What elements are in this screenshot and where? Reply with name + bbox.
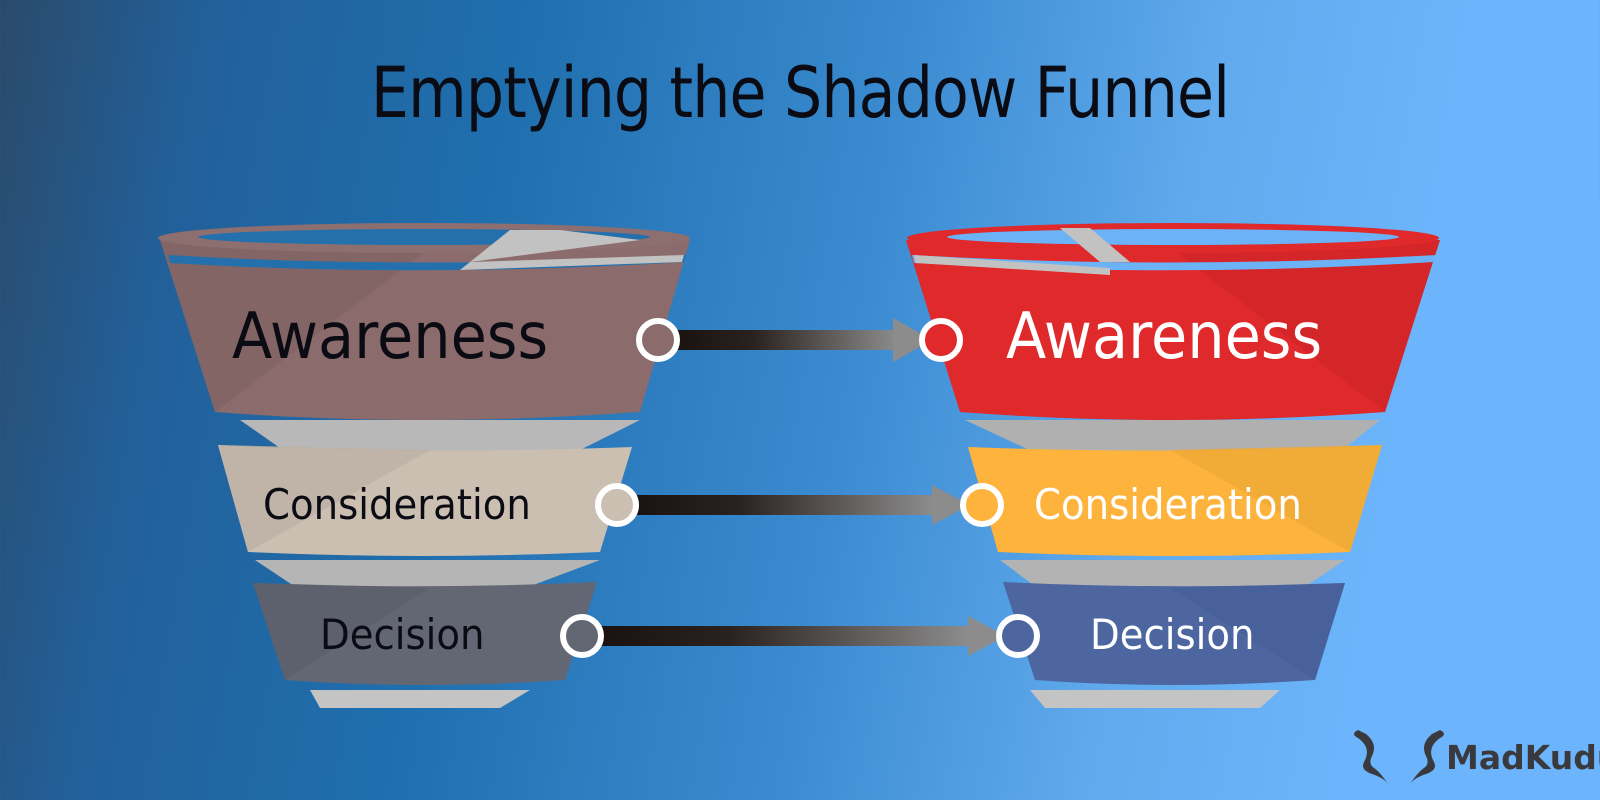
page-title: Emptying the Shadow Funnel <box>370 52 1230 134</box>
right-decision-label: Decision <box>1090 610 1255 659</box>
arrow-consideration <box>595 483 1004 527</box>
right-awareness-label: Awareness <box>1006 300 1323 374</box>
kudu-horns-icon <box>1354 730 1444 784</box>
right-decision-stage <box>1003 582 1345 685</box>
left-consideration-stage <box>218 445 632 556</box>
arrow-awareness <box>636 318 963 362</box>
right-funnel <box>906 223 1440 708</box>
left-awareness-node-icon <box>636 318 680 362</box>
right-consideration-node-icon <box>960 483 1004 527</box>
left-funnel <box>158 223 690 708</box>
left-decision-label: Decision <box>320 610 485 659</box>
madkudu-logo-text: MadKudu <box>1446 738 1600 777</box>
left-decision-node-icon <box>560 614 604 658</box>
arrow-decision <box>560 614 1040 658</box>
left-consideration-node-icon <box>595 483 639 527</box>
left-consideration-label: Consideration <box>263 480 531 529</box>
right-awareness-node-icon <box>919 318 963 362</box>
right-consideration-label: Consideration <box>1034 480 1302 529</box>
left-awareness-label: Awareness <box>232 300 549 374</box>
right-decision-node-icon <box>996 614 1040 658</box>
left-decision-stage <box>253 582 597 685</box>
left-awareness-stage <box>158 223 690 420</box>
right-awareness-stage <box>906 223 1440 420</box>
right-consideration-stage <box>968 445 1382 556</box>
